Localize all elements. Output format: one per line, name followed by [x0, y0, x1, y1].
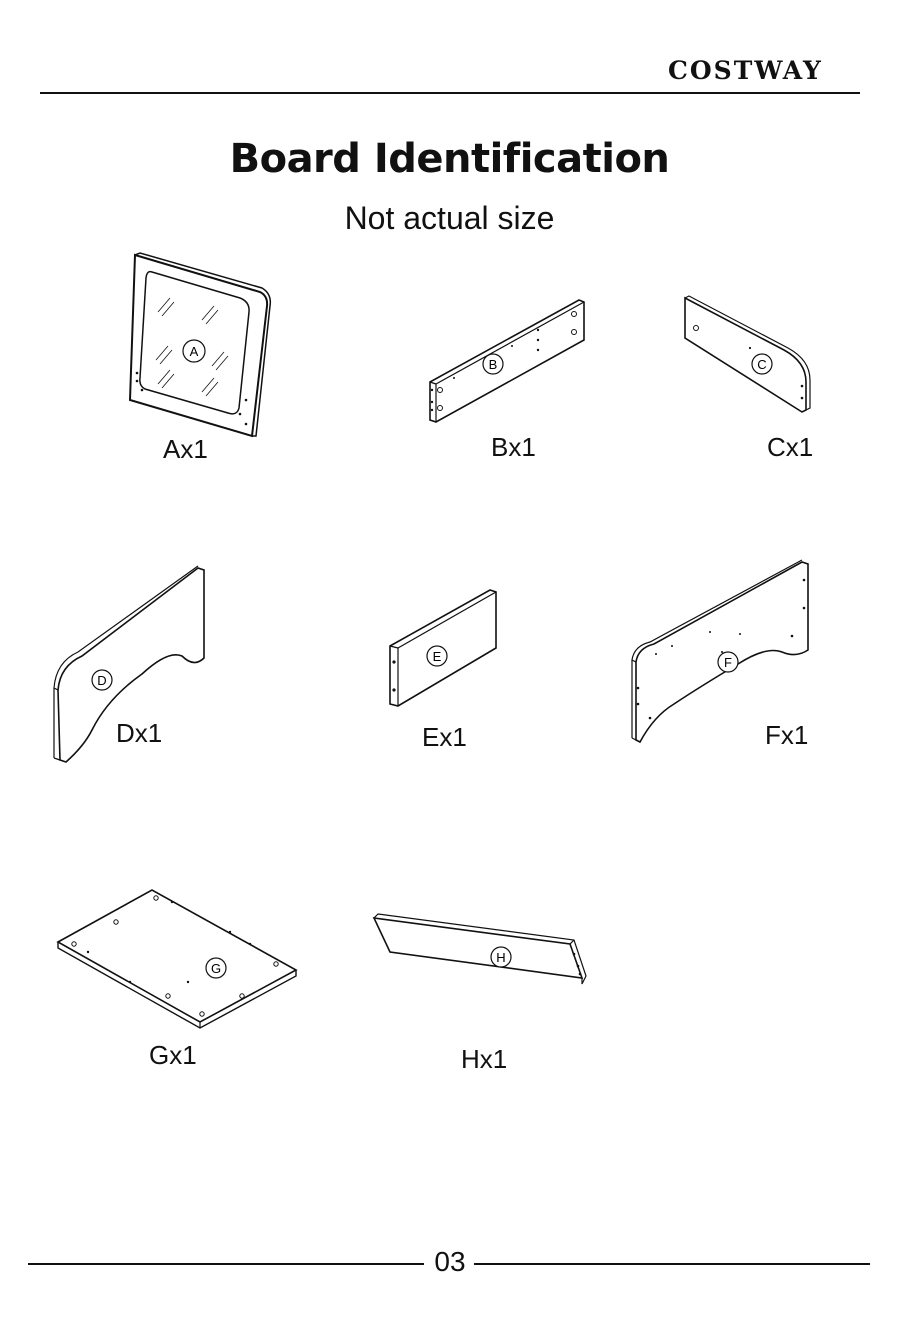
board-c-illustration: C	[682, 294, 812, 416]
page-title: Board Identification	[0, 136, 899, 182]
board-b-letter: B	[489, 357, 498, 372]
board-a-illustration: A	[110, 248, 280, 443]
footer-divider-right	[474, 1263, 870, 1265]
board-h-illustration: H	[370, 910, 590, 990]
board-c-quantity: Cx1	[767, 432, 813, 463]
board-e-quantity: Ex1	[422, 722, 467, 753]
board-g-letter: G	[211, 961, 221, 976]
board-c-letter: C	[757, 357, 766, 372]
brand-logo: COSTWAY	[668, 56, 823, 85]
board-b-quantity: Bx1	[491, 432, 536, 463]
board-f-letter: F	[724, 655, 732, 670]
board-e-letter: E	[433, 649, 442, 664]
board-a-letter: A	[190, 344, 199, 359]
board-d-letter: D	[97, 673, 106, 688]
page-footer: 03	[28, 1246, 870, 1282]
board-g-illustration: G	[54, 886, 304, 1032]
board-d-quantity: Dx1	[116, 718, 162, 749]
footer-divider-left	[28, 1263, 424, 1265]
page-number: 03	[430, 1246, 470, 1278]
header-divider	[40, 92, 860, 94]
board-h-quantity: Hx1	[461, 1044, 507, 1075]
board-a-quantity: Ax1	[163, 434, 208, 465]
board-g-quantity: Gx1	[149, 1040, 197, 1071]
board-b-illustration: B	[424, 294, 589, 429]
page-subtitle: Not actual size	[0, 200, 899, 237]
board-f-quantity: Fx1	[765, 720, 808, 751]
board-h-letter: H	[496, 950, 505, 965]
board-e-illustration: E	[386, 586, 501, 712]
